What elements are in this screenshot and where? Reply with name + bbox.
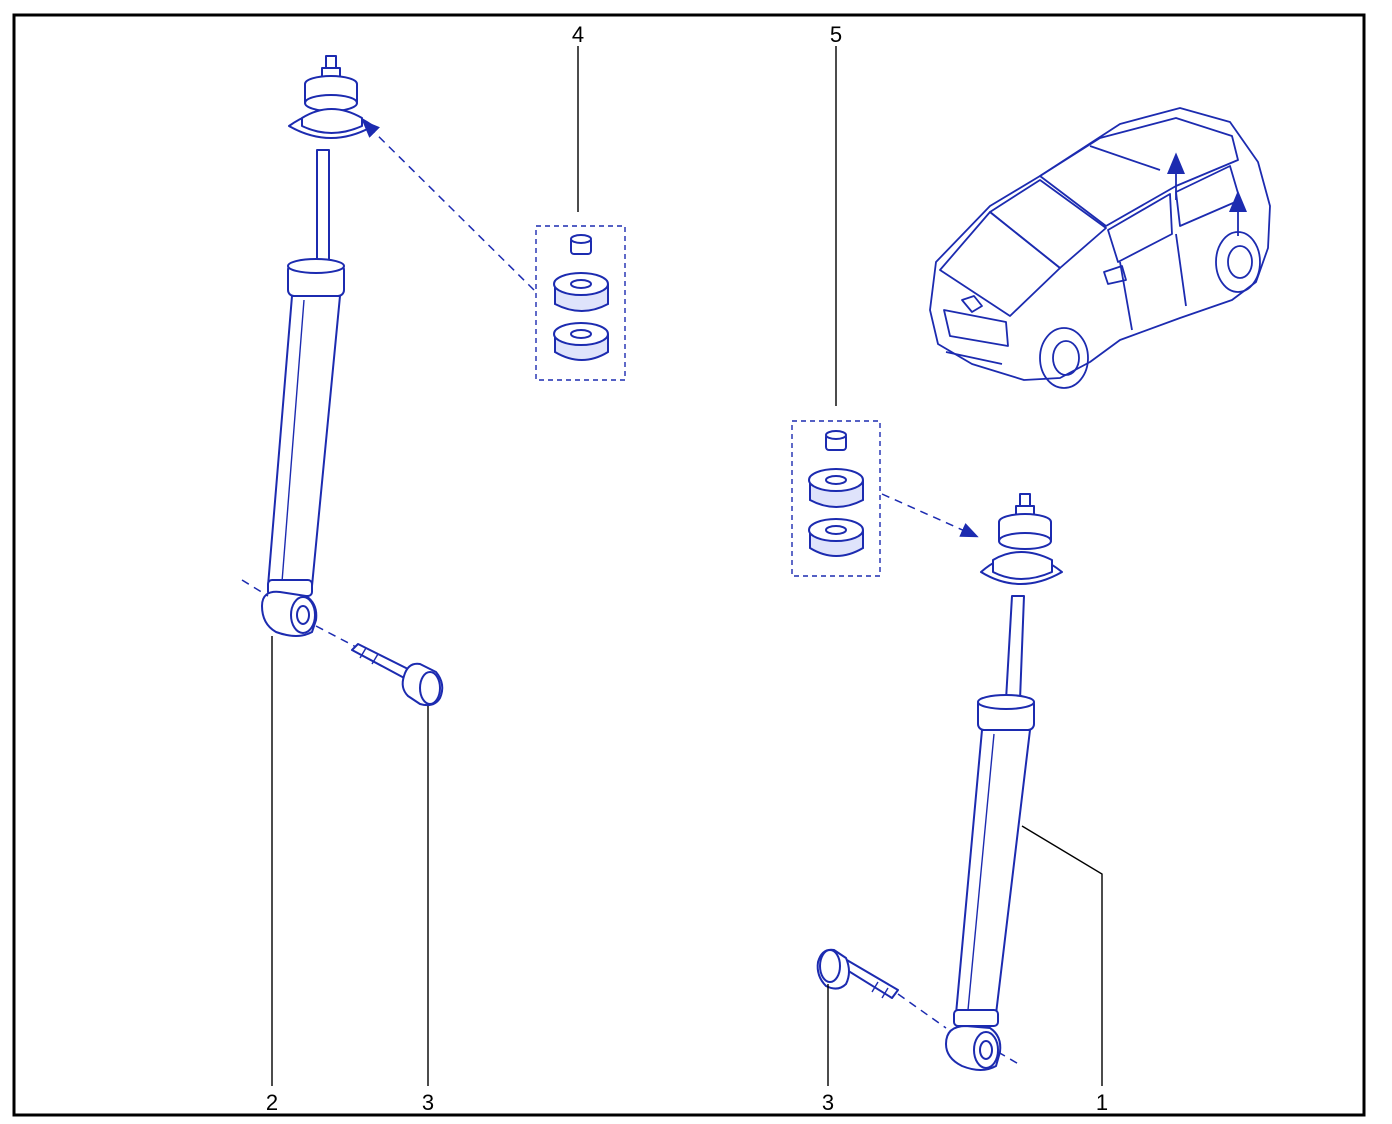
left-shock-absorber[interactable]: [261, 55, 374, 637]
kit-4-box: [535, 225, 626, 381]
callout-3-right: 3: [822, 1090, 834, 1115]
right-shock-absorber[interactable]: [945, 493, 1063, 1071]
leader-1: [1021, 825, 1103, 1086]
kit-4-hardware[interactable]: [553, 234, 609, 361]
callout-4: 4: [572, 22, 584, 47]
kit-5-box: [791, 420, 881, 577]
callout-1: 1: [1096, 1090, 1108, 1115]
kit-5-hardware[interactable]: [808, 430, 864, 557]
callout-2: 2: [266, 1090, 278, 1115]
callout-3-left: 3: [422, 1090, 434, 1115]
left-mounting-bolt[interactable]: [351, 643, 444, 707]
diagram-frame: [12, 13, 1366, 1117]
right-mounting-bolt[interactable]: [816, 948, 899, 999]
vehicle-locator-image: [929, 107, 1271, 389]
callout-5: 5: [830, 22, 842, 47]
